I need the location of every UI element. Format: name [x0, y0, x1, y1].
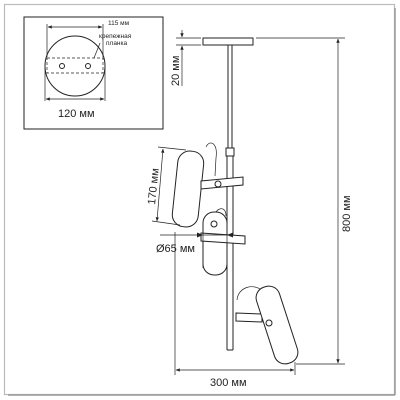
- screw-hole-right: [85, 63, 91, 69]
- diameter-arrow-right: [227, 232, 233, 238]
- bracket-leader: [93, 42, 101, 59]
- spotlight-lower: [235, 285, 299, 365]
- total-height-label: 800 мм: [341, 195, 353, 232]
- screw-hole-left: [59, 63, 65, 69]
- bracket-label-line2: планка: [106, 40, 128, 47]
- inset-mount-view: 115 мм крепежная планка 120 мм: [23, 16, 164, 130]
- dim-total-height: 800 мм: [256, 37, 353, 365]
- dim-shade-diameter: Ø65 мм: [156, 231, 233, 268]
- spotlight-lower-bracket: [235, 312, 263, 323]
- mount-bracket: [46, 57, 104, 74]
- canopy-height-label: 20 мм: [170, 56, 182, 86]
- ext-line-shade-top: [157, 146, 187, 151]
- spotlight-upper: [171, 142, 244, 228]
- dim-canopy-height: 20 мм: [170, 30, 201, 86]
- ext-line-shade-bottom: [151, 220, 181, 226]
- dim-shade-length: 170 мм: [146, 146, 187, 226]
- spotlight-lower-shade: [255, 285, 299, 365]
- spotlight-upper-bracket: [200, 176, 244, 190]
- spotlight-middle: [200, 208, 246, 276]
- diameter-arrow-left: [197, 232, 203, 238]
- spotlight-upper-joint: [214, 180, 222, 188]
- inset-frame: [23, 16, 164, 130]
- rod-sleeve: [225, 147, 235, 157]
- canopy: [202, 37, 254, 46]
- spotlight-upper-cable: [205, 142, 217, 177]
- bracket-label-line1: крепежная: [99, 33, 132, 40]
- mount-width-label: 115 мм: [108, 20, 130, 27]
- lamp-body: [202, 37, 254, 351]
- total-width-label: 300 мм: [210, 377, 247, 389]
- spotlight-upper-shade: [171, 150, 205, 228]
- base-diameter-label: 120 мм: [58, 108, 95, 120]
- dim-total-width: 300 мм: [174, 232, 296, 389]
- mount-base-circle: [44, 35, 106, 97]
- shade-diameter-label: Ø65 мм: [156, 243, 195, 255]
- spotlight-lower-joint: [265, 319, 273, 327]
- shade-length-label: 170 мм: [146, 168, 162, 206]
- dim-line-shade: [155, 148, 165, 222]
- spotlight-middle-joint: [210, 220, 218, 228]
